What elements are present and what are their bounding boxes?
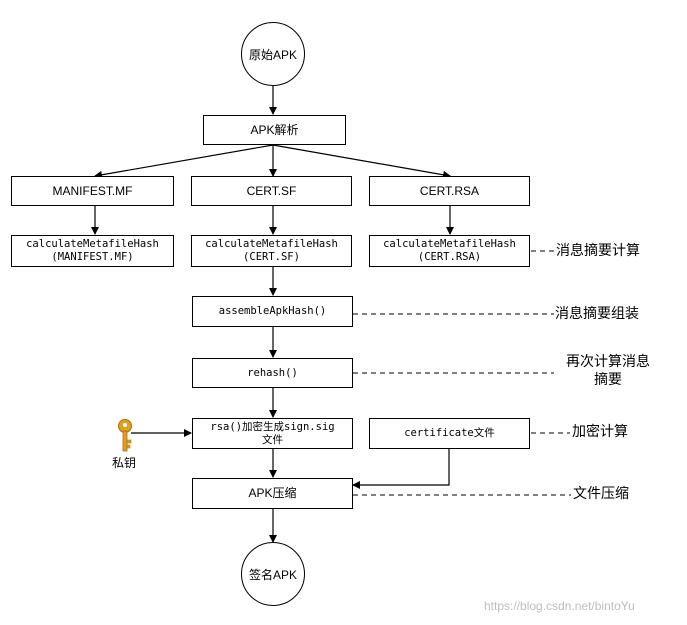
hash-manifest-line1: calculateMetafileHash: [26, 238, 159, 250]
arrow-parse-to-cert-rsa: [272, 144, 451, 179]
start-node: 原始APK: [241, 22, 305, 86]
note-recompute: 再次计算消息 摘要: [556, 353, 660, 389]
watermark: https://blog.csdn.net/bintoYu: [484, 599, 635, 613]
key-icon: [118, 419, 132, 452]
hash-manifest-line2: (MANIFEST.MF): [51, 251, 134, 263]
private-key-label: 私钥: [112, 456, 137, 470]
rsa-line2: 文件: [262, 433, 283, 446]
note-digest-calc: 消息摘要计算: [556, 243, 640, 259]
assemble-step: assembleApkHash(): [192, 296, 353, 327]
hash-cert-rsa-line2: (CERT.RSA): [417, 251, 482, 263]
rsa-encrypt-step: rsa()加密生成sign.sig 文件: [192, 418, 353, 449]
compress-step: APK压缩: [192, 478, 353, 509]
rehash-step: rehash(): [192, 358, 353, 388]
file-cert-rsa: CERT.RSA: [369, 176, 530, 206]
end-node: 签名APK: [241, 542, 305, 606]
note-recompute-line1: 再次计算消息: [566, 354, 650, 370]
note-recompute-line2: 摘要: [594, 372, 622, 388]
note-digest-assemble: 消息摘要组装: [555, 306, 639, 322]
hash-cert-sf-line1: calculateMetafileHash: [205, 238, 338, 250]
hash-manifest: calculateMetafileHash (MANIFEST.MF): [11, 235, 174, 267]
note-encrypt-calc: 加密计算: [572, 424, 628, 440]
hash-cert-rsa: calculateMetafileHash (CERT.RSA): [369, 235, 530, 267]
rsa-line1: rsa()加密生成sign.sig: [210, 420, 335, 433]
hash-cert-sf: calculateMetafileHash (CERT.SF): [191, 235, 352, 267]
hash-cert-sf-line2: (CERT.SF): [243, 251, 300, 263]
note-file-compress: 文件压缩: [573, 486, 629, 502]
certificate-file: certificate文件: [369, 418, 530, 449]
arrow-parse-to-manifest: [94, 144, 274, 179]
file-cert-sf: CERT.SF: [191, 176, 352, 206]
file-manifest: MANIFEST.MF: [11, 176, 174, 206]
parse-step: APK解析: [203, 115, 346, 145]
arrow-certificate-to-compress: [352, 449, 450, 489]
hash-cert-rsa-line1: calculateMetafileHash: [383, 238, 516, 250]
